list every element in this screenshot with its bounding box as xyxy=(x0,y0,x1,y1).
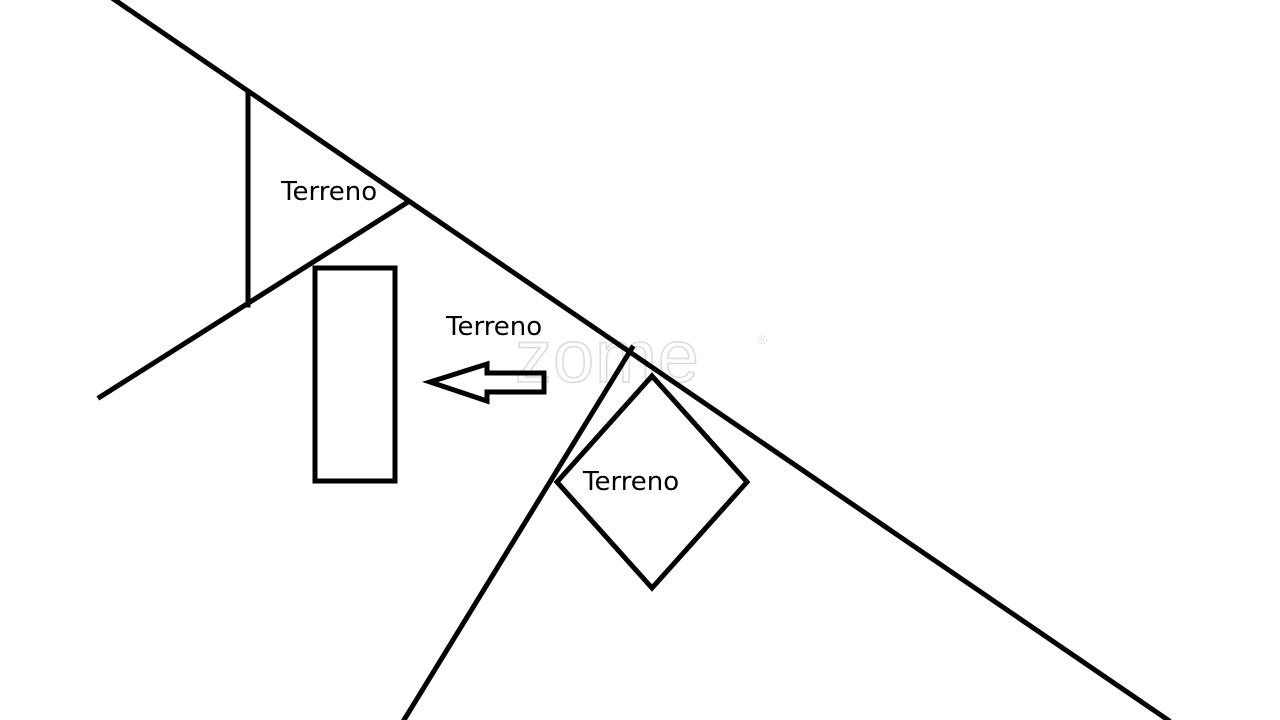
diamond-lot xyxy=(553,372,751,592)
building-rectangle xyxy=(312,265,398,484)
lower-lot-label: Terreno xyxy=(582,467,679,497)
upper-lot-label: Terreno xyxy=(280,177,377,207)
left-branch-road-line xyxy=(96,198,412,401)
lower-branch-road-line xyxy=(401,344,636,720)
watermark-registered-mark: ® xyxy=(758,333,767,347)
main-road-line xyxy=(110,0,1172,720)
middle-lot-label: Terreno xyxy=(445,312,542,342)
arrow-left-icon xyxy=(421,360,547,405)
